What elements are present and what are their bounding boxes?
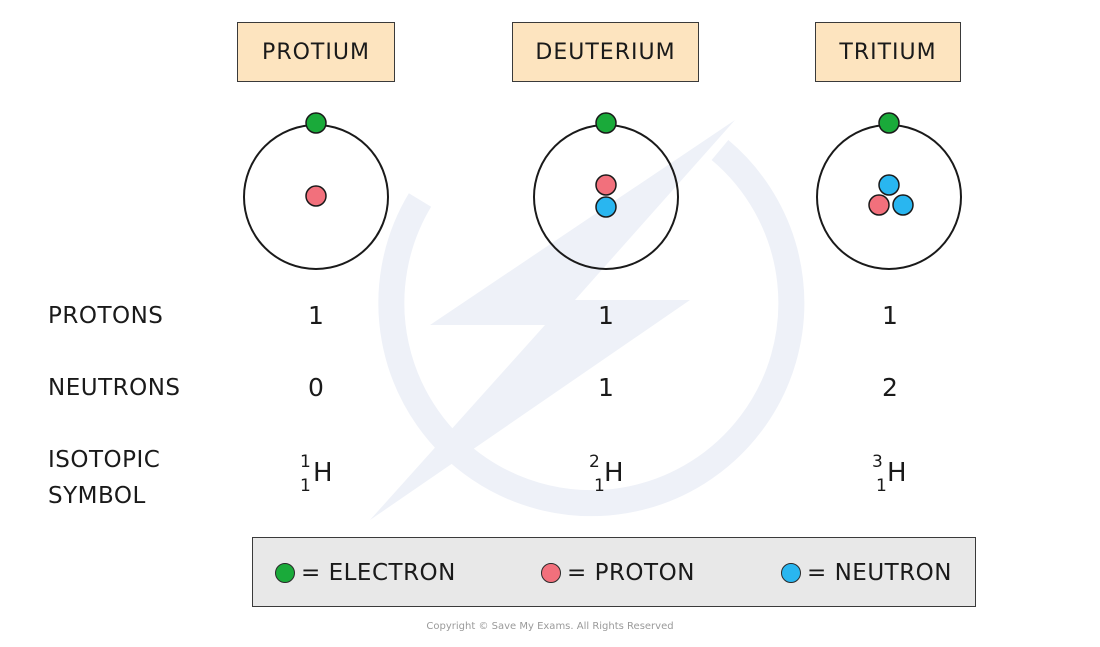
neutrons-tritium: 2 xyxy=(882,373,898,402)
mass-number: 2 xyxy=(589,452,600,472)
legend-label-electron: = ELECTRON xyxy=(301,560,456,586)
atomic-number: 1 xyxy=(876,476,887,496)
symbol-deuterium: 2 1 H xyxy=(589,452,649,512)
neutron-tritium-top xyxy=(878,174,900,196)
mass-number: 1 xyxy=(300,452,311,472)
atom-deuterium xyxy=(533,112,679,270)
atom-protium xyxy=(243,112,389,270)
label-protium: PROTIUM xyxy=(237,22,395,82)
copyright-notice: Copyright © Save My Exams. All Rights Re… xyxy=(426,621,674,632)
orbit-tritium xyxy=(816,124,962,270)
element-symbol: H xyxy=(604,458,624,488)
legend-label-proton: = PROTON xyxy=(567,560,695,586)
atom-tritium xyxy=(816,112,962,270)
proton-tritium xyxy=(868,194,890,216)
symbol-protium: 1 1 H xyxy=(300,452,360,512)
electron-protium xyxy=(305,112,327,134)
row-label-protons: PROTONS xyxy=(48,303,164,329)
proton-deuterium xyxy=(595,174,617,196)
element-symbol: H xyxy=(887,458,907,488)
atomic-number: 1 xyxy=(594,476,605,496)
neutron-tritium-right xyxy=(892,194,914,216)
row-label-neutrons: NEUTRONS xyxy=(48,375,181,401)
element-symbol: H xyxy=(313,458,333,488)
symbol-tritium: 3 1 H xyxy=(872,452,932,512)
protons-protium: 1 xyxy=(308,301,324,330)
label-tritium: TRITIUM xyxy=(815,22,961,82)
atomic-number: 1 xyxy=(300,476,311,496)
neutron-deuterium xyxy=(595,196,617,218)
neutrons-protium: 0 xyxy=(308,373,324,402)
neutron-dot-icon xyxy=(781,563,801,583)
legend-box: = ELECTRON = PROTON = NEUTRON xyxy=(252,537,976,607)
proton-dot-icon xyxy=(541,563,561,583)
row-label-isotopic: ISOTOPIC xyxy=(48,447,161,473)
protons-tritium: 1 xyxy=(882,301,898,330)
legend-label-neutron: = NEUTRON xyxy=(807,560,952,586)
electron-deuterium xyxy=(595,112,617,134)
legend-item-electron: = ELECTRON xyxy=(275,538,456,608)
electron-dot-icon xyxy=(275,563,295,583)
atom-diagrams xyxy=(243,112,962,270)
legend-item-proton: = PROTON xyxy=(541,538,695,608)
mass-number: 3 xyxy=(872,452,883,472)
electron-tritium xyxy=(878,112,900,134)
legend-item-neutron: = NEUTRON xyxy=(781,538,952,608)
neutrons-deuterium: 1 xyxy=(598,373,614,402)
proton-protium xyxy=(305,185,327,207)
protons-deuterium: 1 xyxy=(598,301,614,330)
row-label-symbol: SYMBOL xyxy=(48,483,146,509)
label-deuterium: DEUTERIUM xyxy=(512,22,699,82)
